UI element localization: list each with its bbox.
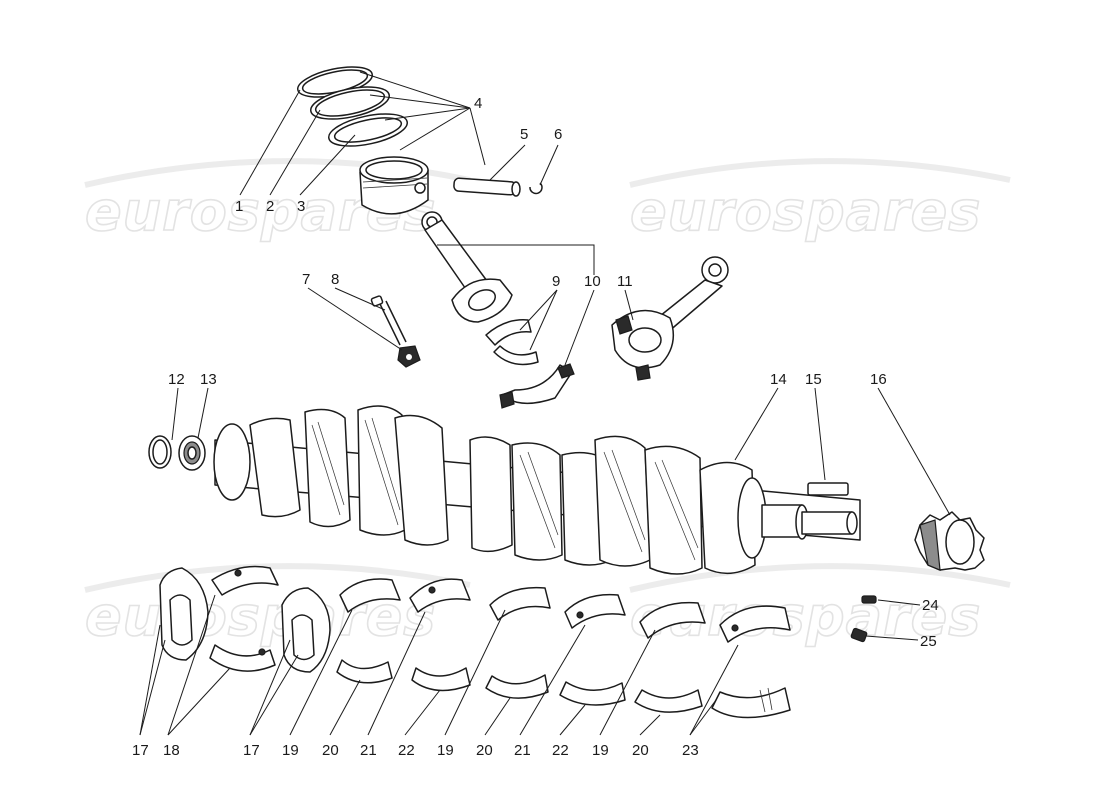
callout-labels: 1 2 3 4 5 6 7 8 9 10 11 12 13 14 15 16 2… — [132, 95, 939, 759]
callout-7: 7 — [302, 271, 310, 288]
connecting-rod-assembled — [611, 256, 729, 381]
callout-19b: 19 — [437, 742, 454, 759]
callout-18: 18 — [163, 742, 180, 759]
main-bearing-upper-5 — [564, 593, 626, 629]
woodruff-key — [807, 482, 849, 496]
main-bearing-upper-7 — [719, 605, 791, 643]
circlip — [529, 182, 543, 195]
main-bearing-upper-1 — [211, 565, 279, 596]
piston-ring-3 — [328, 113, 408, 147]
main-bearing-upper-4 — [489, 586, 551, 621]
callout-22b: 22 — [552, 742, 569, 759]
connecting-rod-center — [421, 211, 513, 323]
piston-pin — [453, 177, 521, 197]
callout-11: 11 — [617, 273, 633, 290]
watermark-2: eurospares — [630, 180, 981, 243]
callout-5: 5 — [520, 126, 528, 143]
callout-14: 14 — [770, 371, 787, 388]
piston-ring-2 — [310, 86, 390, 120]
pilot-bearing — [178, 435, 206, 471]
callout-22a: 22 — [398, 742, 415, 759]
rod-bolt — [370, 295, 407, 346]
rod-cap — [499, 363, 575, 409]
rod-bearing-shell-upper — [485, 319, 532, 346]
main-bearing-upper-2 — [339, 578, 401, 613]
main-bearing-lower-7 — [711, 687, 791, 719]
callout-12: 12 — [168, 371, 185, 388]
callout-9: 9 — [552, 273, 560, 290]
main-bearing-upper-6 — [639, 601, 706, 639]
piston — [359, 156, 429, 215]
main-bearing-lower-5 — [559, 681, 626, 706]
thrust-washer-left — [159, 567, 209, 661]
circlip-crank — [148, 435, 172, 469]
main-bearing-lower-2 — [336, 659, 393, 684]
main-bearing-lower-4 — [485, 674, 549, 699]
callout-17a: 17 — [132, 742, 149, 759]
dowel-24 — [861, 595, 877, 604]
main-bearing-lower-1 — [209, 644, 276, 672]
callout-21a: 21 — [360, 742, 377, 759]
callout-1: 1 — [235, 198, 243, 215]
callout-19a: 19 — [282, 742, 299, 759]
callout-16: 16 — [870, 371, 887, 388]
main-bearing-lower-6 — [634, 689, 703, 713]
rod-bearing-shell-lower — [493, 345, 539, 366]
callout-25: 25 — [920, 633, 937, 650]
rod-nut — [397, 345, 421, 368]
dowel-25 — [850, 627, 868, 643]
main-bearing-upper-3 — [409, 578, 471, 613]
timing-gear — [914, 511, 985, 571]
callout-4: 4 — [474, 95, 482, 112]
callout-21b: 21 — [514, 742, 531, 759]
callout-20b: 20 — [476, 742, 493, 759]
thrust-washer-right — [281, 587, 331, 673]
callout-10: 10 — [584, 273, 601, 290]
leader-lines — [139, 71, 951, 736]
crankshaft — [213, 405, 861, 575]
callout-3: 3 — [297, 198, 305, 215]
main-bearing-lower-3 — [411, 667, 471, 692]
callout-17b: 17 — [243, 742, 260, 759]
callout-24: 24 — [922, 597, 939, 614]
callout-8: 8 — [331, 271, 339, 288]
callout-19c: 19 — [592, 742, 609, 759]
callout-20c: 20 — [632, 742, 649, 759]
callout-23: 23 — [682, 742, 699, 759]
callout-15: 15 — [805, 371, 822, 388]
callout-2: 2 — [266, 198, 274, 215]
callout-20a: 20 — [322, 742, 339, 759]
callout-13: 13 — [200, 371, 217, 388]
callout-6: 6 — [554, 126, 562, 143]
